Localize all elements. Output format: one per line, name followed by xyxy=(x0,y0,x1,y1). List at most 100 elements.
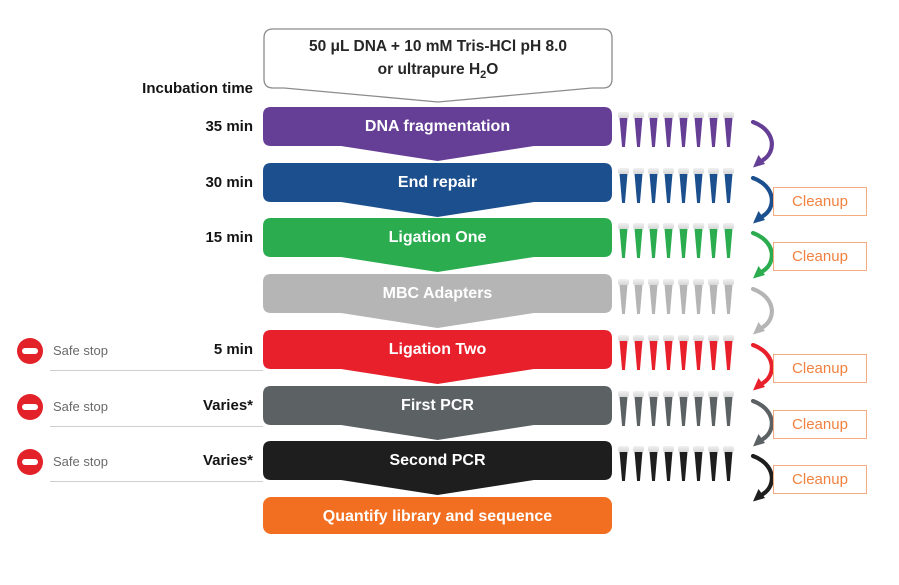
flow-arrow-icon xyxy=(750,454,774,502)
incubation-time: 30 min xyxy=(205,174,253,191)
step-label: Second PCR xyxy=(389,452,486,469)
step-label: DNA fragmentation xyxy=(364,118,511,135)
incubation-time: 5 min xyxy=(213,341,253,358)
step-row: Quantify library and sequence xyxy=(0,497,899,553)
input-box-line2: or ultrapure H2O xyxy=(377,61,499,82)
tube-body xyxy=(709,174,718,203)
tube-cap xyxy=(648,391,659,397)
pcr-tube-icon xyxy=(678,335,689,371)
tube-cap xyxy=(633,391,644,397)
chevron-banner xyxy=(263,218,612,272)
flow-arrow-icon xyxy=(750,343,774,391)
tube-cap xyxy=(663,279,674,285)
pcr-tube-icon xyxy=(693,168,704,204)
tube-body xyxy=(634,341,643,370)
pcr-tube-icon xyxy=(663,335,674,371)
tube-body xyxy=(694,452,703,481)
tube-cap xyxy=(678,168,689,174)
tube-cap xyxy=(648,112,659,118)
tube-body xyxy=(634,397,643,426)
tube-body xyxy=(619,341,628,370)
tube-cap xyxy=(618,446,629,452)
tube-cap xyxy=(693,279,704,285)
tube-cap xyxy=(633,112,644,118)
pcr-tube-icon xyxy=(678,112,689,148)
step-label: MBC Adapters xyxy=(382,285,493,302)
tube-body xyxy=(649,229,658,258)
pcr-tube-icon xyxy=(618,335,629,371)
step-row: MBC Adapters xyxy=(0,274,899,335)
pcr-tube-icon xyxy=(618,112,629,148)
tube-cap xyxy=(663,391,674,397)
pcr-tube-icon xyxy=(678,446,689,482)
tube-body xyxy=(634,174,643,203)
pcr-tube-icon xyxy=(678,279,689,315)
tube-cap xyxy=(708,112,719,118)
input-sample-box: 50 μL DNA + 10 mM Tris-HCl pH 8.0 or ult… xyxy=(263,28,613,104)
pcr-tube-icon xyxy=(618,446,629,482)
tube-body xyxy=(649,285,658,314)
tube-cap xyxy=(708,446,719,452)
pcr-tube-icon xyxy=(618,391,629,427)
tube-strip xyxy=(618,446,734,482)
safe-stop-label: Safe stop xyxy=(53,454,108,469)
tube-body xyxy=(679,397,688,426)
tube-body xyxy=(709,229,718,258)
tube-cap xyxy=(618,335,629,341)
tube-cap xyxy=(693,223,704,229)
tube-body xyxy=(619,118,628,147)
tube-body xyxy=(649,397,658,426)
tube-cap xyxy=(648,279,659,285)
pcr-tube-icon xyxy=(633,391,644,427)
cleanup-box: Cleanup xyxy=(773,354,867,383)
flow-arrow-icon xyxy=(750,399,774,447)
tube-cap xyxy=(663,112,674,118)
pcr-tube-icon xyxy=(648,168,659,204)
chevron-banner xyxy=(263,330,612,384)
step-row: 30 min End repair Cleanup xyxy=(0,163,899,224)
tube-cap xyxy=(663,446,674,452)
cleanup-box: Cleanup xyxy=(773,242,867,271)
pcr-tube-icon xyxy=(708,279,719,315)
tube-cap xyxy=(648,223,659,229)
tube-cap xyxy=(693,168,704,174)
pcr-tube-icon xyxy=(633,279,644,315)
pcr-tube-icon xyxy=(663,446,674,482)
flow-arrow-icon xyxy=(750,176,774,224)
chevron-banner xyxy=(263,386,612,440)
incubation-time: Varies* xyxy=(202,452,253,469)
tube-body xyxy=(724,174,733,203)
tube-body xyxy=(709,118,718,147)
tube-cap xyxy=(693,391,704,397)
tube-body xyxy=(634,452,643,481)
tube-cap xyxy=(633,446,644,452)
tube-strip xyxy=(618,168,734,204)
tube-body xyxy=(664,397,673,426)
pcr-tube-icon xyxy=(663,168,674,204)
flow-arrow-icon xyxy=(750,287,774,335)
cleanup-label: Cleanup xyxy=(792,248,848,265)
pcr-tube-icon xyxy=(678,223,689,259)
tube-body xyxy=(664,118,673,147)
pcr-tube-icon xyxy=(678,391,689,427)
safe-stop-icon xyxy=(17,394,43,420)
tube-body xyxy=(634,118,643,147)
pcr-tube-icon xyxy=(693,335,704,371)
tube-strip xyxy=(618,223,734,259)
step-row: 15 min Ligation One Cleanup xyxy=(0,218,899,279)
step-row: Safe stop 5 min Ligation Two Cleanup xyxy=(0,330,899,391)
tube-cap xyxy=(618,391,629,397)
step-label: End repair xyxy=(397,174,478,191)
pcr-tube-icon xyxy=(663,112,674,148)
tube-body xyxy=(664,174,673,203)
safe-stop-icon xyxy=(17,338,43,364)
tube-cap xyxy=(723,279,734,285)
safe-stop-label: Safe stop xyxy=(53,343,108,358)
pcr-tube-icon xyxy=(663,391,674,427)
tube-body xyxy=(694,229,703,258)
tube-body xyxy=(619,397,628,426)
tube-cap xyxy=(633,279,644,285)
incubation-time-header: Incubation time xyxy=(142,80,253,97)
pcr-tube-icon xyxy=(648,335,659,371)
pcr-tube-icon xyxy=(693,446,704,482)
